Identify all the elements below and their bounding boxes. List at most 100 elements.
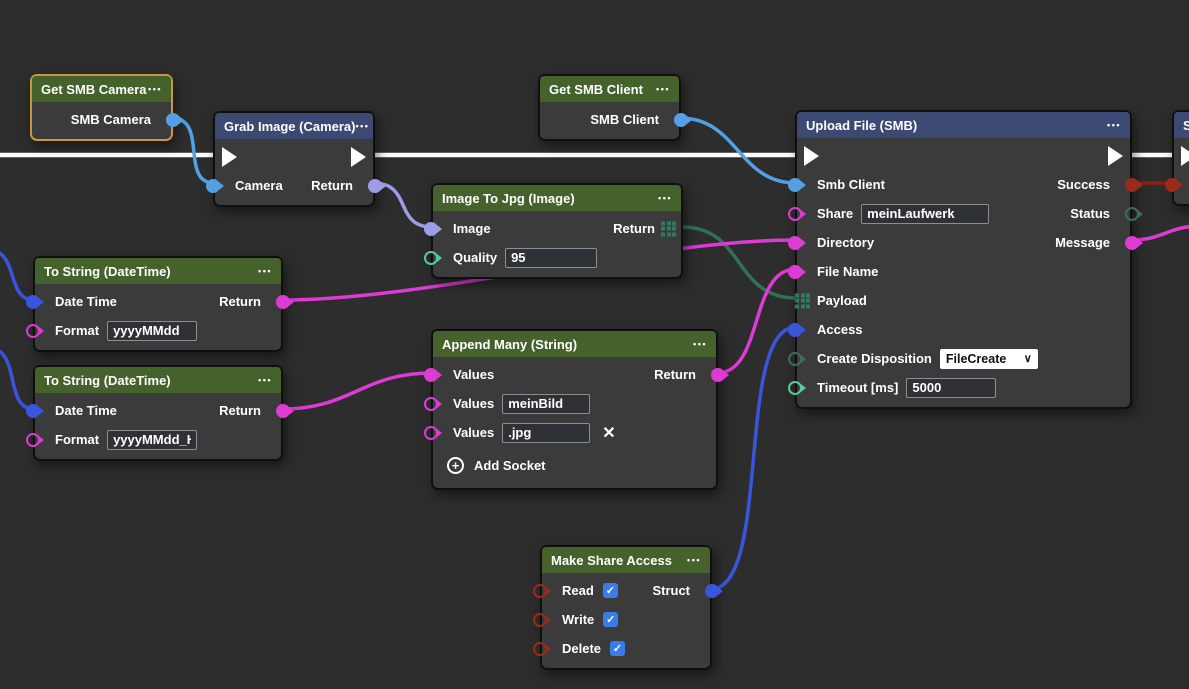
- socket-out-return[interactable]: [276, 403, 290, 418]
- io-row-share-status: Share Status: [788, 199, 1139, 228]
- socket-out-smb-client[interactable]: [674, 112, 688, 127]
- socket-in-delete[interactable]: [533, 641, 547, 656]
- edge-jpg-return-to-payload[interactable]: [680, 225, 798, 300]
- node-get-smb-camera[interactable]: Get SMB Camera ••• SMB Camera: [30, 74, 180, 141]
- node-menu-icon[interactable]: •••: [656, 84, 670, 94]
- exec-in-arrow-icon[interactable]: [1181, 145, 1189, 166]
- quality-field[interactable]: [505, 247, 598, 268]
- edge-offscreen-to-datetime-2[interactable]: [0, 348, 36, 411]
- node-menu-icon[interactable]: •••: [1107, 120, 1121, 130]
- socket-in-values-2[interactable]: [424, 396, 438, 411]
- edge-offscreen-to-datetime-1[interactable]: [0, 250, 36, 302]
- socket-out-return[interactable]: [711, 367, 725, 382]
- socket-in-smb-client[interactable]: [788, 177, 802, 192]
- socket-in-format[interactable]: [26, 323, 40, 338]
- node-header[interactable]: Image To Jpg (Image) •••: [433, 185, 681, 211]
- edge-append-return-to-filename[interactable]: [715, 267, 798, 375]
- exec-out-arrow-icon[interactable]: [351, 146, 366, 167]
- add-socket-label[interactable]: Add Socket: [474, 457, 546, 473]
- socket-out-return-bytes[interactable]: [661, 221, 676, 236]
- node-header[interactable]: Grab Image (Camera) •••: [215, 113, 373, 139]
- node-header[interactable]: Make Share Access •••: [542, 547, 710, 573]
- socket-in-directory[interactable]: [788, 235, 802, 250]
- socket-out-status[interactable]: [1125, 206, 1139, 221]
- node-menu-icon[interactable]: •••: [355, 121, 370, 131]
- socket-in-payload-bytes[interactable]: [795, 293, 810, 308]
- input-row-values-3: Values ✕: [424, 418, 716, 447]
- node-header[interactable]: Get SMB Camera •••: [32, 76, 171, 102]
- node-grab-image[interactable]: Grab Image (Camera) ••• Camera Return: [206, 111, 382, 207]
- socket-in-date-time[interactable]: [26, 403, 40, 418]
- node-title: Upload File (SMB): [806, 117, 918, 133]
- node-menu-icon[interactable]: •••: [693, 339, 707, 349]
- input-row-payload: Payload: [795, 286, 1130, 315]
- node-append-many[interactable]: Append Many (String) ••• Values Return V…: [424, 329, 725, 490]
- edge-smb-camera-to-camera[interactable]: [170, 116, 216, 185]
- node-header[interactable]: To String (DateTime) •••: [35, 258, 281, 284]
- read-checkbox[interactable]: ✓: [602, 583, 618, 598]
- socket-in-quality[interactable]: [424, 250, 438, 265]
- socket-in-timeout[interactable]: [788, 380, 802, 395]
- socket-out-return[interactable]: [368, 178, 382, 193]
- socket-in-values-1[interactable]: [424, 367, 438, 382]
- socket-in-write[interactable]: [533, 612, 547, 627]
- edge-struct-to-access[interactable]: [709, 325, 798, 591]
- node-header[interactable]: To String (DateTime) •••: [35, 367, 281, 393]
- socket-in-values-3[interactable]: [424, 425, 438, 440]
- add-socket-row[interactable]: + Add Socket: [433, 447, 716, 483]
- node-partial-right[interactable]: S: [1165, 110, 1189, 206]
- socket-out-smb-camera[interactable]: [166, 112, 180, 127]
- io-row-datetime-return: Date Time Return: [26, 287, 290, 316]
- edge-smb-client-to-smb-client[interactable]: [678, 116, 798, 185]
- input-row-write: Write ✓: [533, 605, 710, 634]
- chevron-down-icon: ∨: [1023, 353, 1032, 365]
- exec-out-arrow-icon[interactable]: [1108, 145, 1123, 166]
- write-checkbox[interactable]: ✓: [603, 612, 619, 627]
- socket-in[interactable]: [1165, 177, 1179, 192]
- node-menu-icon[interactable]: •••: [148, 84, 162, 94]
- values-field-2[interactable]: [502, 393, 591, 414]
- node-make-share-access[interactable]: Make Share Access ••• Read ✓ Struct Writ…: [533, 545, 719, 670]
- socket-in-camera[interactable]: [206, 178, 220, 193]
- socket-in-read[interactable]: [533, 583, 547, 598]
- socket-in-access[interactable]: [788, 322, 802, 337]
- node-to-string-datetime-2[interactable]: To String (DateTime) ••• Date Time Retur…: [26, 365, 290, 461]
- add-socket-icon[interactable]: +: [447, 456, 464, 474]
- socket-in-format[interactable]: [26, 432, 40, 447]
- socket-out-success[interactable]: [1125, 177, 1139, 192]
- node-menu-icon[interactable]: •••: [687, 555, 701, 565]
- edge-grab-return-to-image[interactable]: [372, 181, 434, 229]
- socket-out-return[interactable]: [276, 294, 290, 309]
- socket-out-struct[interactable]: [705, 583, 719, 598]
- node-image-to-jpg[interactable]: Image To Jpg (Image) ••• Image Return Qu…: [424, 183, 683, 279]
- share-field[interactable]: [861, 203, 990, 224]
- node-menu-icon[interactable]: •••: [658, 193, 672, 203]
- format-field[interactable]: [107, 429, 198, 450]
- socket-out-message[interactable]: [1125, 235, 1139, 250]
- node-upload-file-smb[interactable]: Upload File (SMB) ••• Smb Client Success: [788, 110, 1139, 409]
- socket-in-file-name[interactable]: [788, 264, 802, 279]
- create-disposition-dropdown[interactable]: FileCreate ∨: [939, 348, 1038, 369]
- node-get-smb-client[interactable]: Get SMB Client ••• SMB Client: [538, 74, 688, 141]
- node-header[interactable]: Upload File (SMB) •••: [797, 112, 1130, 138]
- edge-tostring-hour-to-values[interactable]: [280, 371, 434, 411]
- node-menu-icon[interactable]: •••: [258, 375, 272, 385]
- socket-in-date-time[interactable]: [26, 294, 40, 309]
- socket-in-share[interactable]: [788, 206, 802, 221]
- input-label: Access: [817, 322, 863, 337]
- socket-in-image[interactable]: [424, 221, 438, 236]
- node-to-string-datetime-1[interactable]: To String (DateTime) ••• Date Time Retur…: [26, 256, 290, 352]
- values-field-3[interactable]: [502, 422, 591, 443]
- node-header[interactable]: Append Many (String) •••: [433, 331, 716, 357]
- exec-in-arrow-icon[interactable]: [804, 145, 819, 166]
- node-header[interactable]: S: [1174, 112, 1189, 138]
- timeout-field[interactable]: [906, 377, 997, 398]
- socket-in-create-disposition[interactable]: [788, 351, 802, 366]
- remove-socket-icon[interactable]: ✕: [602, 424, 616, 442]
- format-field[interactable]: [107, 320, 198, 341]
- exec-in-arrow-icon[interactable]: [222, 146, 237, 167]
- node-menu-icon[interactable]: •••: [258, 266, 272, 276]
- delete-checkbox[interactable]: ✓: [610, 641, 626, 656]
- node-header[interactable]: Get SMB Client •••: [540, 76, 679, 102]
